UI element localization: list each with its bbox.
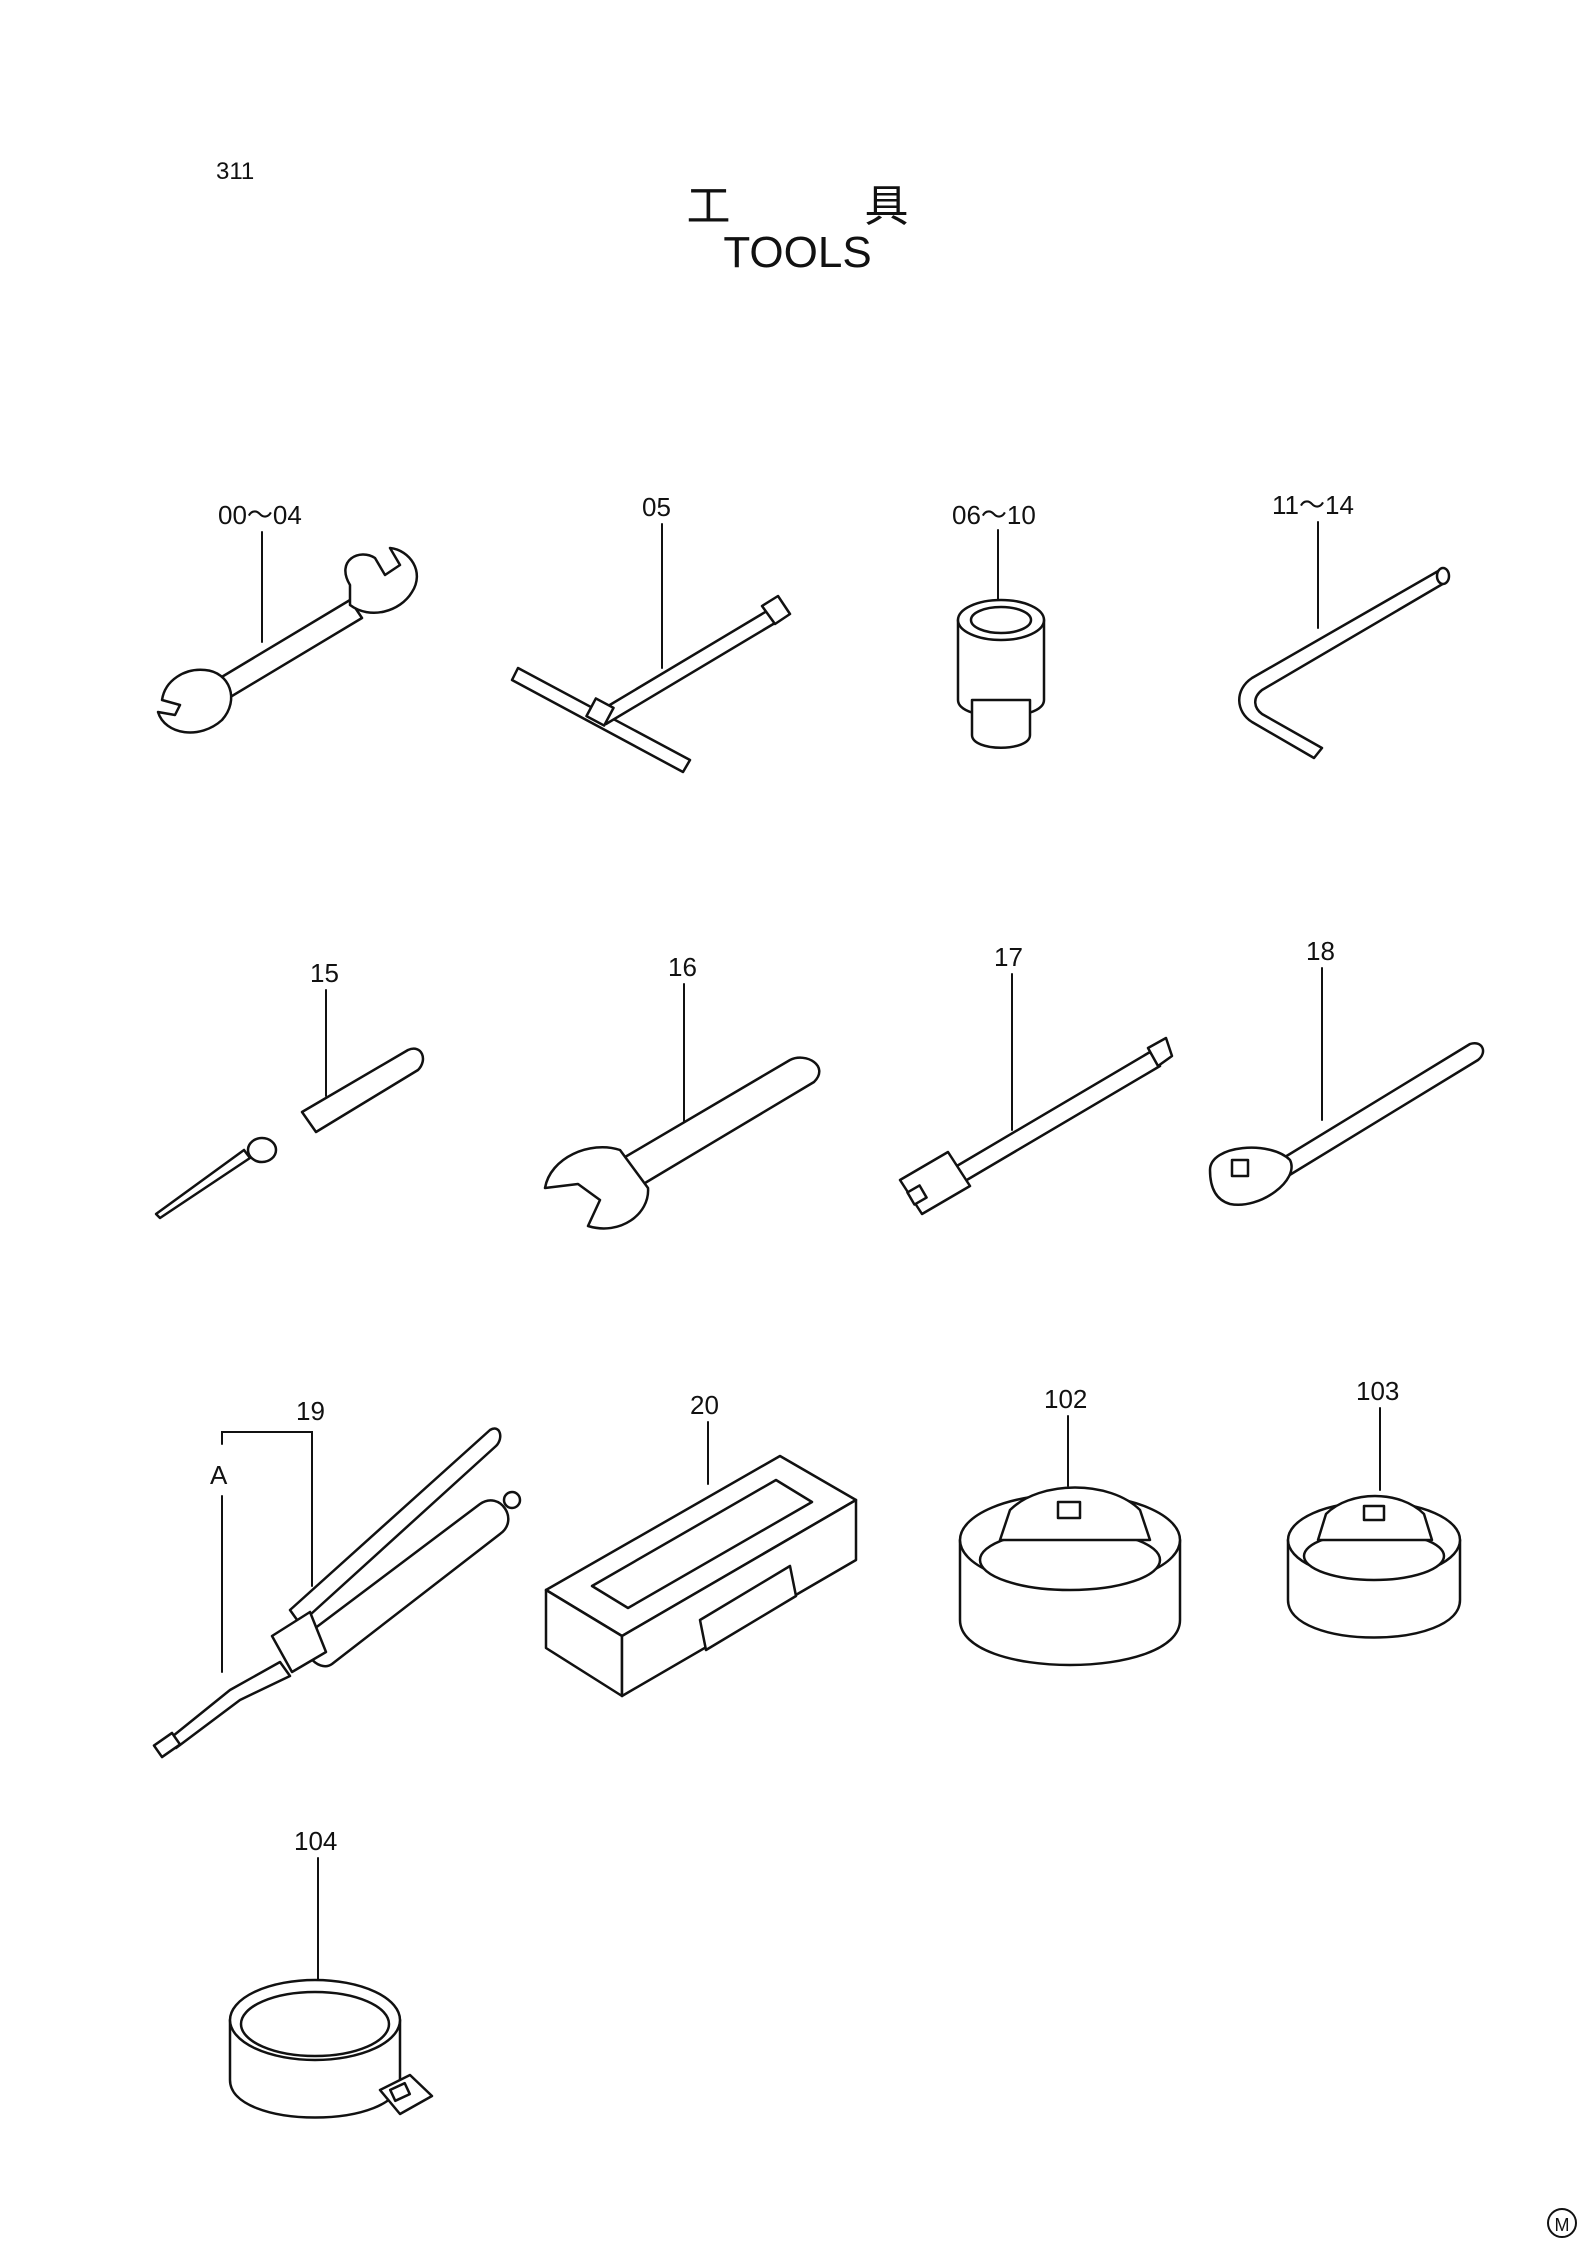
sub-callout-label: A [210,1460,228,1490]
callout-label: 17 [994,942,1023,972]
filter-wrench-cap-small-icon: 103 [1286,1376,1462,1639]
callout-label: 20 [690,1390,719,1420]
page-number: 311 [216,158,255,185]
callout-label: 00～04 [218,500,302,530]
corner-mark-icon: M [1547,2208,1577,2238]
page-title-english: TOOLS [723,228,872,277]
callout-label: 103 [1356,1376,1399,1406]
grease-gun-icon: 19 A [152,1396,522,1759]
screwdriver-icon: 15 [154,958,425,1220]
hex-key-icon: 11～14 [1238,490,1451,760]
callout-label: 05 [642,492,671,522]
callout-label: 18 [1306,936,1335,966]
page-title-japanese: 工 具 [686,181,969,232]
socket-icon: 06～10 [952,500,1046,749]
filter-wrench-cap-icon: 102 [958,1384,1182,1667]
callout-label: 06～10 [952,500,1036,530]
callout-label: 104 [294,1826,337,1856]
callout-label: 11～14 [1272,490,1354,520]
callout-label: 19 [296,1396,325,1426]
callout-label: 102 [1044,1384,1087,1414]
open-end-wrench-icon: 00～04 [156,500,419,734]
callout-label: 15 [310,958,339,988]
adjustable-wrench-icon: 16 [543,952,821,1230]
filter-wrench-band-icon: 104 [228,1826,434,2119]
extension-bar-icon: 17 [898,942,1174,1216]
tool-box-icon: 20 [544,1390,858,1698]
callout-label: 16 [668,952,697,982]
ratchet-handle-icon: 18 [1208,936,1485,1207]
t-handle-wrench-icon: 05 [510,492,792,774]
